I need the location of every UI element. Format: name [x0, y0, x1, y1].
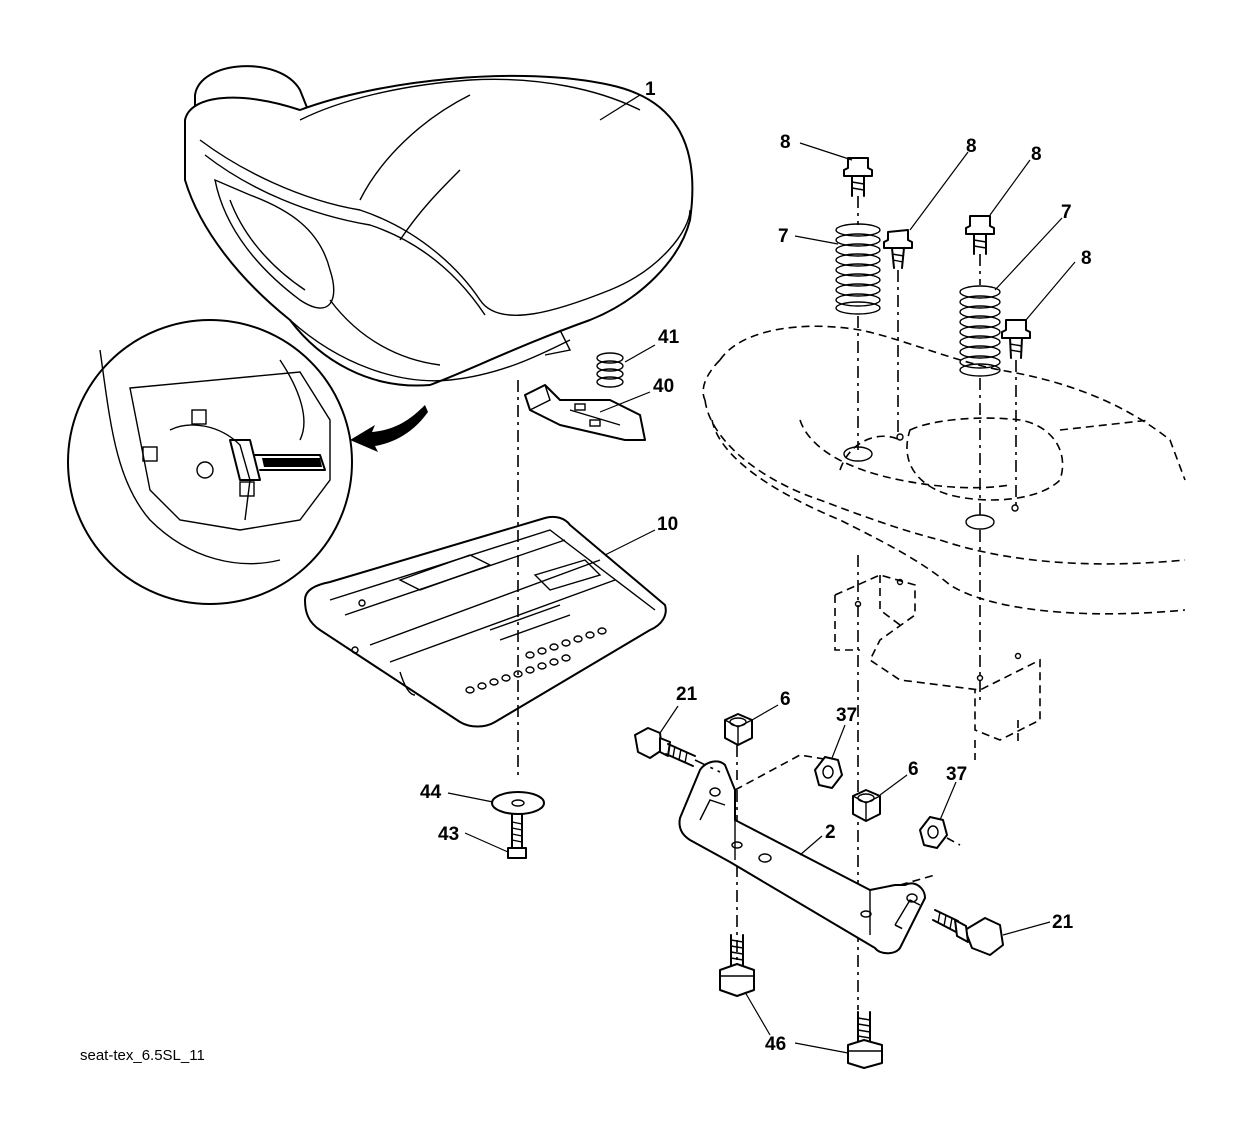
label-part-7-a: 7: [778, 226, 789, 247]
label-part-21-a: 21: [676, 684, 698, 705]
bolt-part-8-b: [883, 229, 913, 269]
nut-part-6-a: [724, 713, 753, 746]
bracket-part-2: [678, 754, 936, 955]
bolt-part-46-b: [847, 1011, 883, 1069]
label-part-21-b: 21: [1052, 912, 1074, 933]
bolt-part-46-a: [719, 934, 755, 997]
label-part-2: 2: [825, 822, 836, 843]
washer-part-37-b: [919, 816, 948, 849]
diagram-caption: seat-tex_6.5SL_11: [80, 1047, 205, 1064]
spring-part-7-a: [835, 223, 881, 315]
bolt-part-8-c: [965, 215, 995, 255]
label-part-8-d: 8: [1081, 248, 1092, 269]
latch-part-40: [524, 384, 646, 441]
label-part-1: 1: [645, 79, 656, 100]
label-part-40: 40: [653, 376, 674, 397]
mower-frame-outline: [702, 325, 1186, 760]
label-part-37-b: 37: [946, 764, 967, 785]
washer-part-44: [491, 791, 545, 815]
label-part-8-b: 8: [966, 136, 977, 157]
label-part-8-a: 8: [780, 132, 791, 153]
washer-part-37-a: [814, 756, 843, 789]
detail-arrow: [350, 405, 428, 452]
label-part-7-b: 7: [1061, 202, 1072, 223]
label-part-41: 41: [658, 327, 680, 348]
bolt-part-21-b: [932, 909, 1004, 956]
seat-part-1: [184, 65, 694, 387]
seat-pan-part-10: [304, 515, 667, 728]
label-part-8-c: 8: [1031, 144, 1042, 165]
label-part-43: 43: [438, 824, 459, 845]
label-part-6-a: 6: [780, 689, 791, 710]
detail-view-circle: [67, 319, 353, 605]
seat-pan-slots: [465, 627, 607, 694]
bolt-part-43: [507, 814, 527, 859]
axis-washer-37b: [946, 837, 961, 846]
spring-part-7-b: [959, 285, 1001, 377]
label-part-10: 10: [657, 514, 678, 535]
bolt-part-8-d: [1001, 319, 1031, 359]
label-part-37-a: 37: [836, 705, 857, 726]
axis-bolt-21a: [694, 759, 721, 773]
spring-part-41: [596, 352, 624, 388]
label-part-6-b: 6: [908, 759, 919, 780]
bolt-part-21-a: [634, 727, 696, 767]
label-part-44: 44: [420, 782, 442, 803]
bolt-part-8-a: [843, 157, 873, 197]
nut-part-6-b: [852, 789, 881, 822]
label-part-46: 46: [765, 1034, 786, 1055]
leader-lines: [447, 94, 1076, 1054]
